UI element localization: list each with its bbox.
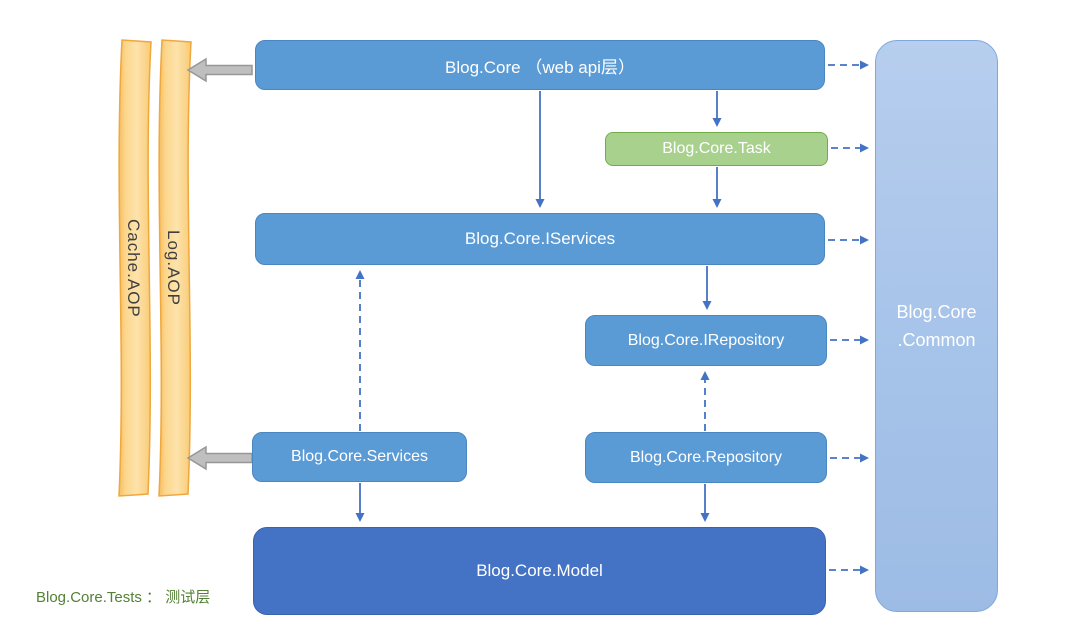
legend: Blog.Core.Tests ： 测试层 Blog.Core.Frame： 模… <box>36 543 214 630</box>
node-blog-core-repository-label: Blog.Core.Repository <box>629 448 783 466</box>
node-blog-core-common: Blog.Core .Common <box>875 40 998 612</box>
node-blog-core-iservices-label: Blog.Core.IServices <box>464 229 616 248</box>
cache-aop-label: Cache.AOP <box>124 218 143 318</box>
gray-arrow-webapi-to-aop-icon <box>186 57 253 83</box>
node-blog-core-repository: Blog.Core.Repository <box>585 432 827 483</box>
node-blog-core-irepository-label: Blog.Core.IRepository <box>627 331 785 349</box>
node-blog-core-common-label-line1: Blog.Core <box>896 302 977 322</box>
log-aop-label: Log.AOP <box>164 230 183 306</box>
gray-arrow-services-to-aop-icon <box>186 445 253 471</box>
node-blog-core-model-label: Blog.Core.Model <box>476 561 603 580</box>
node-blog-core-task: Blog.Core.Task <box>605 132 828 166</box>
node-blog-core-irepository: Blog.Core.IRepository <box>585 315 827 366</box>
node-blog-core-services-label: Blog.Core.Services <box>291 448 428 465</box>
node-blog-core-task-label: Blog.Core.Task <box>662 140 771 157</box>
node-blog-core-common-label-line2: .Common <box>897 330 976 350</box>
node-blog-core-iservices: Blog.Core.IServices <box>255 213 825 265</box>
node-blog-core-services: Blog.Core.Services <box>252 432 467 482</box>
node-blog-core-webapi-label: Blog.Core （web api层） <box>445 57 635 77</box>
legend-tests: Blog.Core.Tests ： 测试层 <box>36 589 211 606</box>
node-blog-core-model: Blog.Core.Model <box>253 527 826 615</box>
node-blog-core-webapi: Blog.Core （web api层） <box>255 40 825 90</box>
